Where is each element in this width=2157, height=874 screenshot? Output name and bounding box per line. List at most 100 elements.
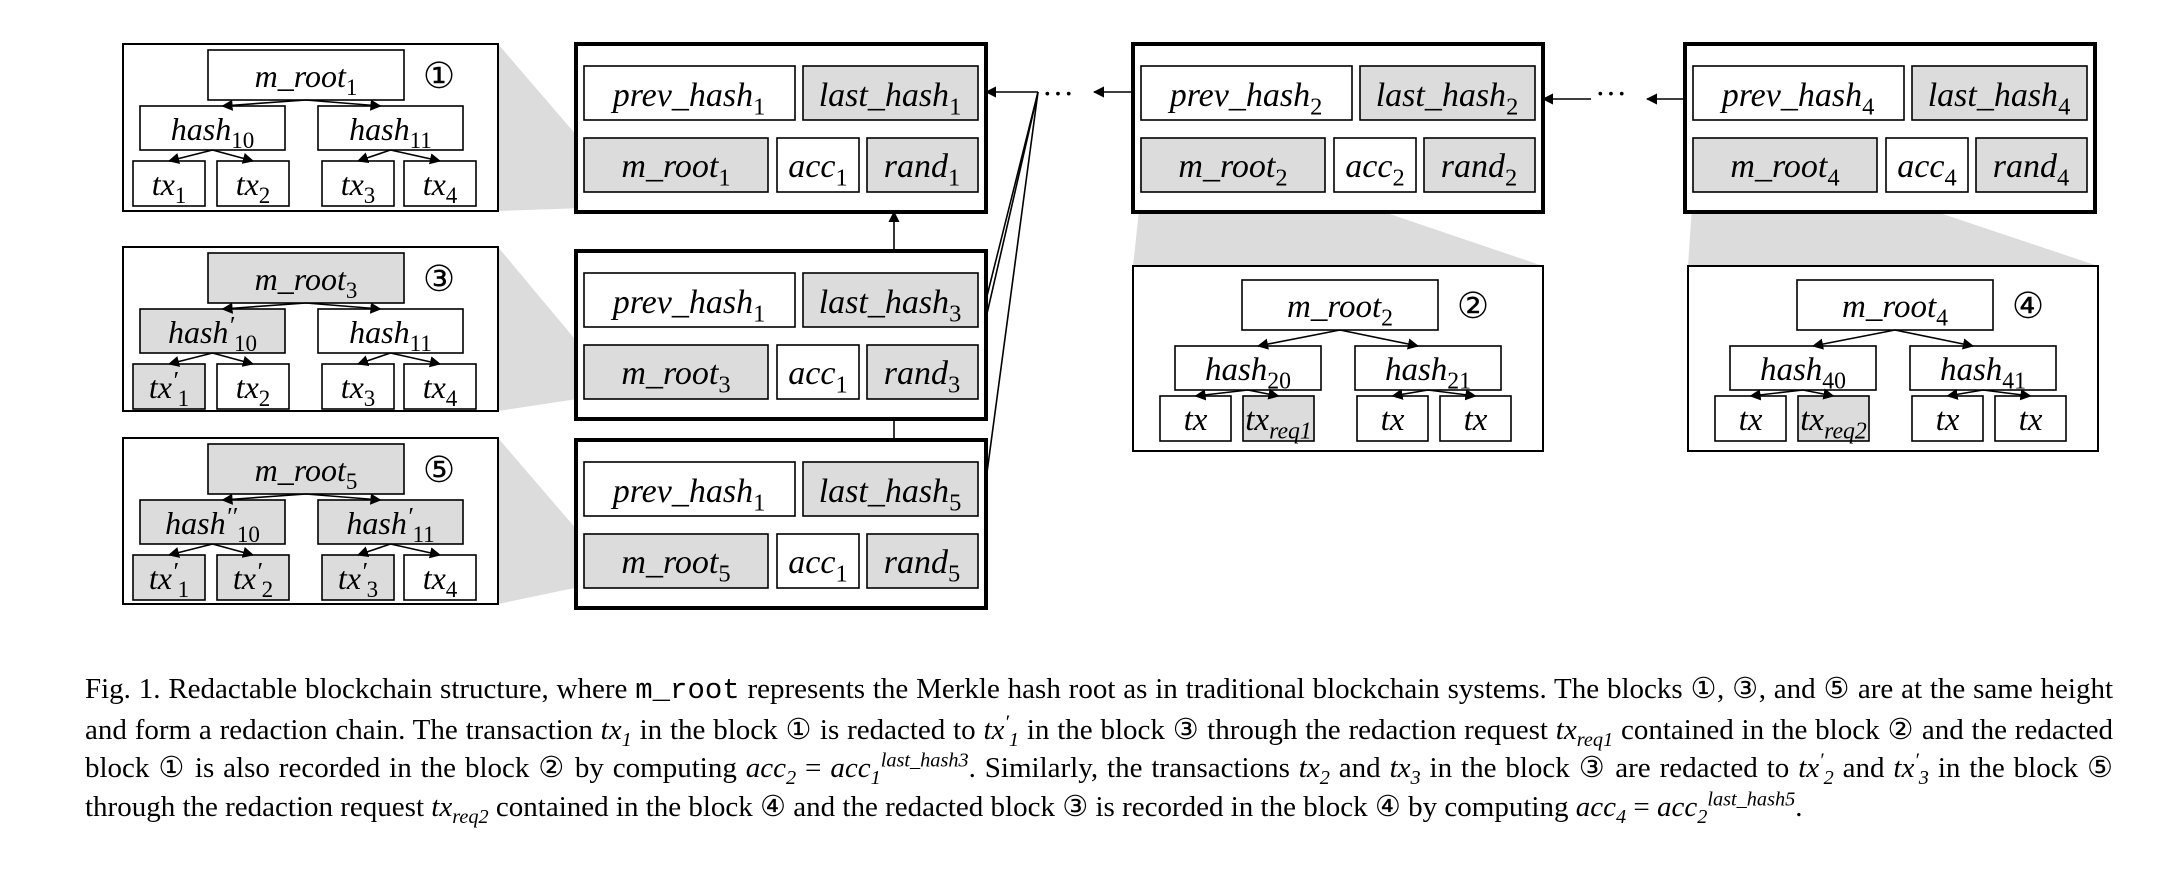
prev-hash-cell [583,461,796,517]
last-hash-cell [802,65,979,121]
zoom-shadow-3 [498,247,584,411]
last-hash-label: last_hash4 [1928,77,2071,121]
rand-label: rand3 [884,355,960,399]
hash-right-cell [317,105,464,151]
leaf-tx-label: tx [1739,402,1763,438]
block-marker: ⑤ [423,450,455,490]
last-hash-cell [802,461,979,517]
hash-right-label: hash21 [1385,352,1471,394]
last-hash-cell [802,272,979,328]
last-hash-cell [1359,65,1536,121]
zoom-shadow-5 [498,438,584,604]
hash-left-label: hash40 [1760,352,1846,394]
tree-root-label: m_root1 [255,58,358,100]
leaf-tx-cell [403,363,477,410]
leaf-tx-cell [321,160,395,207]
m-root-label: m_root2 [1178,148,1287,192]
leaf-tx-label: tx4 [423,166,458,208]
prev-hash-cell [1692,65,1905,121]
rand-label: rand5 [884,544,960,588]
leaf-tx-cell [1911,395,1984,442]
merkle-trees: m_root1 ① hash10 hash11 tx1 tx2 tx3 tx4 m_root3 ③… [122,43,2099,605]
last-hash-label: last_hash3 [819,284,962,328]
leaf-tx-cell [132,160,206,207]
prev-hash-label: prev_hash1 [611,284,766,328]
block-marker: ② [1457,286,1489,326]
hash-left-label: hash′10 [168,310,257,356]
hash-right-cell [1354,345,1502,391]
hash-right-label: hash11 [349,111,432,153]
rand-cell [1975,137,2088,193]
link-fan-b5 [985,91,1039,481]
rand-cell [1423,137,1536,193]
tree-root-cell [207,252,405,304]
m-root-cell [583,137,769,193]
acc-label: acc1 [788,544,847,588]
acc-label: acc1 [788,148,847,192]
leaf-tx-label: tx4 [423,560,458,602]
leaf-tx-label: tx [1184,402,1208,438]
leaf-tx-label: tx3 [341,166,376,208]
m-root-cell [583,344,769,400]
prev-hash-label: prev_hash1 [611,77,766,121]
leaf-tx-label: tx [1936,402,1960,438]
leaf-tx-label: tx2 [236,369,271,411]
m-root-label: m_root5 [621,544,730,588]
m-root-label: m_root1 [621,148,730,192]
m-root-cell [583,533,769,589]
hash-left-cell [139,499,286,545]
last-hash-label: last_hash2 [1376,77,1519,121]
acc-label: acc2 [1345,148,1404,192]
leaf-tx-label: tx [2019,402,2043,438]
ellipsis-1: ··· [1042,75,1074,111]
acc-cell [776,137,860,193]
m-root-cell [1692,137,1878,193]
leaf-tx-label: tx [1381,402,1405,438]
leaf-tx-cell [132,363,206,410]
acc-cell [776,533,860,589]
leaf-tx-cell [1439,395,1512,442]
ellipsis-2: ··· [1595,75,1627,111]
acc-label: acc1 [788,355,847,399]
leaf-tx-cell [403,160,477,207]
leaf-tx-label: txreq1 [1245,402,1311,444]
leaf-tx-label: txreq2 [1800,402,1867,444]
prev-hash-cell [583,272,796,328]
acc-cell [1333,137,1417,193]
zoom-shadow-1 [498,44,584,211]
tree-root-label: m_root3 [255,261,358,303]
rand-cell [866,344,979,400]
acc-cell [1885,137,1969,193]
prev-hash-label: prev_hash4 [1720,77,1875,121]
last-hash-label: last_hash1 [819,77,962,121]
block-marker: ① [423,56,455,96]
prev-hash-label: prev_hash1 [611,473,766,517]
leaf-tx-label: tx′1 [149,365,189,411]
m-root-label: m_root3 [621,355,730,399]
m-root-cell [1140,137,1326,193]
tree-root-label: m_root2 [1287,289,1393,331]
block-marker: ③ [423,259,455,299]
acc-label: acc4 [1897,148,1956,192]
leaf-tx-label: tx′2 [233,556,273,602]
hash-right-label: hash11 [349,314,432,356]
leaf-tx-label: tx1 [152,166,187,208]
hash-left-label: hash10 [171,111,254,153]
tree-root-cell [1796,279,1994,331]
tree-root-cell [207,49,405,101]
hash-right-label: hash′11 [346,501,434,547]
tree-root-cell [207,443,405,495]
leaf-tx-label: tx [1464,402,1488,438]
leaf-tx-cell [216,363,290,410]
last-hash-label: last_hash5 [819,473,962,517]
block-3: prev_hash1 last_hash3 m_root3 acc1 rand3 [574,249,988,421]
block-marker: ④ [2012,286,2044,326]
leaf-tx-cell [1797,395,1870,442]
